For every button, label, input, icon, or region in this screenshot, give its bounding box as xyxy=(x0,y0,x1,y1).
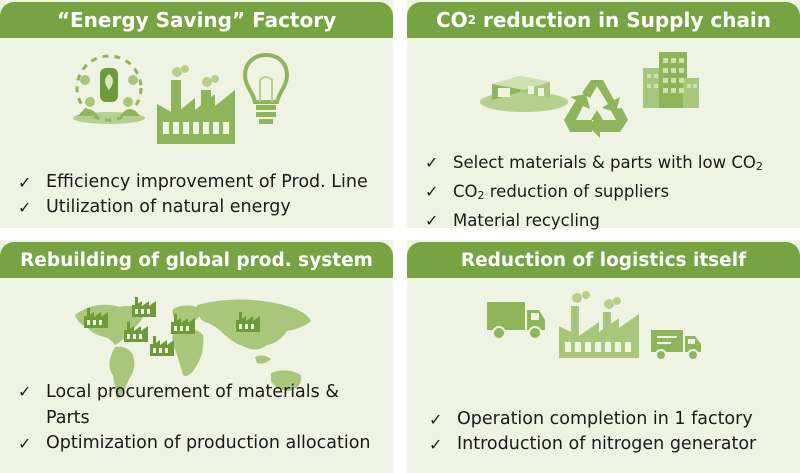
list-item: ✓Utilization of natural energy xyxy=(18,195,368,220)
factory-marker-icon xyxy=(132,297,156,317)
check-icon: ✓ xyxy=(425,182,439,201)
global-prod-title: Rebuilding of global prod. system xyxy=(0,242,393,278)
factory-icon xyxy=(559,291,639,358)
plant-bulb-icon xyxy=(73,54,145,124)
energy-saving-panel: “Energy Saving” Factory ✓Eff xyxy=(0,0,393,228)
truck-icon xyxy=(487,302,545,340)
recycle-icon xyxy=(564,80,628,138)
list-item: ✓Material recycling xyxy=(425,208,763,233)
list-item: ✓Introduction of nitrogen generator xyxy=(429,432,756,457)
warehouse-icon xyxy=(480,76,568,112)
factory-marker-icon xyxy=(171,314,195,334)
office-buildings-icon xyxy=(643,52,699,108)
factory-marker-icon xyxy=(84,308,108,328)
list-item: ✓Efficiency improvement of Prod. Line xyxy=(18,170,368,195)
check-icon: ✓ xyxy=(18,198,32,217)
check-icon: ✓ xyxy=(18,173,32,192)
global-prod-panel: Rebuilding of global prod. system xyxy=(0,240,393,473)
check-icon: ✓ xyxy=(429,410,443,429)
lightbulb-icon xyxy=(242,52,290,124)
factory-marker-icon xyxy=(124,322,148,342)
check-icon: ✓ xyxy=(425,211,439,230)
factory-marker-icon xyxy=(150,336,174,356)
delivery-truck-icon xyxy=(651,330,701,361)
list-item: ✓Select materials & parts with low CO2 xyxy=(425,150,763,179)
list-item: ✓Local procurement of materials & Parts xyxy=(18,379,358,431)
check-icon: ✓ xyxy=(429,435,443,454)
check-icon: ✓ xyxy=(18,434,32,453)
energy-saving-title: “Energy Saving” Factory xyxy=(0,2,393,38)
list-item: ✓CO2 reduction of suppliers xyxy=(425,179,763,208)
logistics-panel: Reduction of logistics itself ✓Operation… xyxy=(407,240,800,473)
list-item: ✓Optimization of production allocation xyxy=(18,431,371,456)
check-icon: ✓ xyxy=(425,153,439,172)
check-icon: ✓ xyxy=(18,382,32,401)
factory-icon xyxy=(157,65,235,144)
factory-marker-icon xyxy=(236,312,260,332)
list-item: ✓Operation completion in 1 factory xyxy=(429,407,756,432)
logistics-title: Reduction of logistics itself xyxy=(407,242,800,278)
